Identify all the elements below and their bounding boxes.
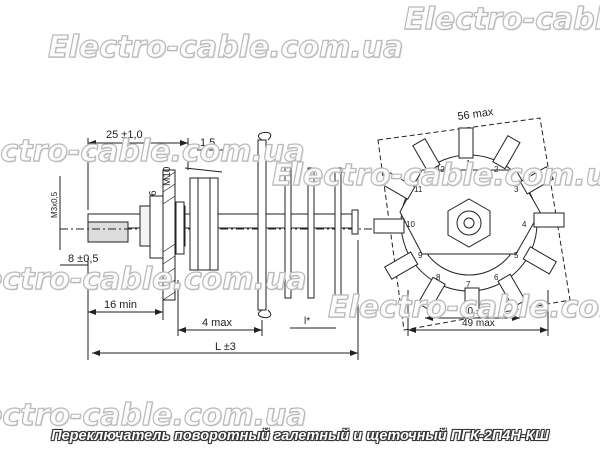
wafer-3: [307, 167, 315, 299]
dim-thread: М10: [162, 166, 173, 186]
terminal-number: 9: [418, 251, 423, 260]
detent-frame: [189, 177, 219, 271]
caption: Переключатель поворотный галетный и щето…: [51, 428, 549, 444]
dim-front-inner: 40 ±2: [462, 306, 487, 317]
terminals: [373, 127, 565, 319]
dim-top-small: 1,5: [200, 137, 215, 149]
terminal-number: 12: [436, 165, 445, 174]
dim-top-length: 25 ±1,0: [106, 129, 143, 141]
dim-front-width: 49 max: [462, 318, 495, 329]
dim-pitch: l*: [304, 316, 310, 327]
wafer-1: [257, 139, 267, 311]
terminal-number: 11: [414, 185, 423, 194]
terminal-number: 8: [436, 273, 441, 282]
terminal-number: 1: [466, 159, 471, 168]
dim-total-len: L ±3: [215, 341, 236, 353]
dim-front-diag: 56 max: [457, 106, 495, 123]
terminal-number: 2: [494, 165, 499, 174]
dim-gap-max: 4 max: [202, 317, 232, 329]
wafer-2: [284, 167, 292, 299]
shaft-end: [456, 210, 482, 236]
terminal-number: 3: [514, 185, 519, 194]
dim-min-len: 16 min: [104, 299, 137, 311]
wafer-1-contacts: [257, 131, 271, 319]
terminal-number: 7: [466, 280, 471, 289]
dim-shaft-dia: 6: [148, 190, 159, 196]
terminal-number: 6: [494, 273, 499, 282]
terminal-number: 4: [522, 220, 527, 229]
wafer-4: [334, 167, 342, 299]
shaft-tip: [87, 221, 129, 243]
terminal-number: 5: [514, 251, 519, 260]
dim-left-offset: 8 ±0,5: [68, 253, 99, 265]
mount-nut: [149, 195, 165, 259]
mount-panel: [162, 169, 176, 301]
terminal-number: 10: [406, 220, 415, 229]
dim-left-vertical: М3х0,5: [50, 191, 59, 218]
